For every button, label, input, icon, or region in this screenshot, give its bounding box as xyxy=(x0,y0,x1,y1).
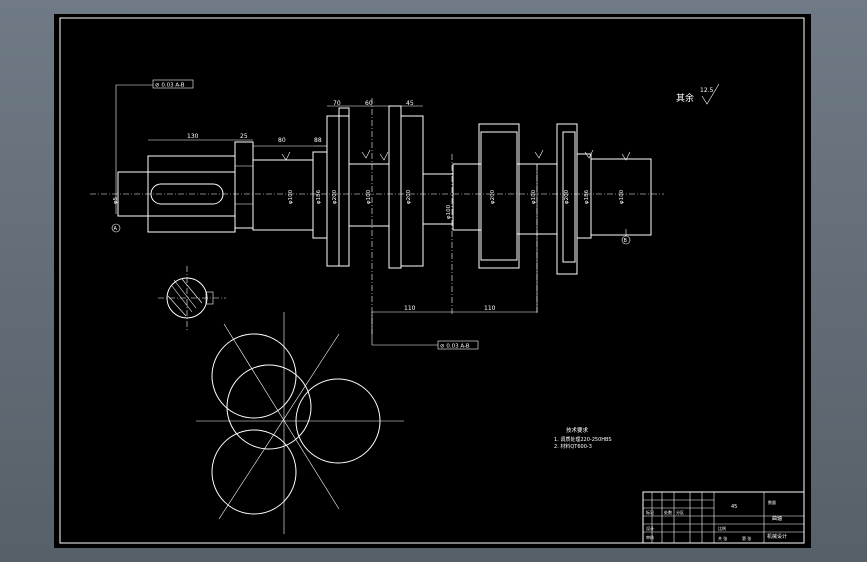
svg-text:审核: 审核 xyxy=(646,534,654,540)
technical-requirements: 技术要求 1. 调质处理220-250HBS 2. 材料QT600-3 xyxy=(554,426,612,450)
crankshaft-front-view: φ5 φ100 φ186 φ200 φ100 φ200 φ100 φ200 φ1… xyxy=(90,98,664,334)
svg-text:分区: 分区 xyxy=(676,509,684,515)
keyway-section-view xyxy=(158,266,226,330)
dia-label-8: φ200 xyxy=(490,189,496,204)
dim-88: 88 xyxy=(314,137,322,144)
drawing-border xyxy=(59,17,805,544)
svg-text:数量: 数量 xyxy=(768,499,776,505)
dim-110-a: 110 xyxy=(404,305,416,312)
dim-110-b: 110 xyxy=(484,305,496,312)
throw-circle-1 xyxy=(211,333,297,419)
dia-label-6: φ200 xyxy=(406,189,412,204)
tolerance-frame-top: ⊘ 0.03 A-B xyxy=(115,79,194,214)
title-material: 45 xyxy=(731,504,737,510)
crank-throw-diagram xyxy=(196,312,404,534)
dia-label-9: φ100 xyxy=(531,189,537,204)
bottom-dimensions: 110 110 ⊘ 0.03 A-B xyxy=(371,164,538,350)
svg-text:设计: 设计 xyxy=(646,525,654,531)
svg-text:比例: 比例 xyxy=(718,525,726,531)
dim-25: 25 xyxy=(240,133,248,140)
svg-text:共 张: 共 张 xyxy=(718,535,727,541)
dia-label-4: φ200 xyxy=(332,189,338,204)
dia-label-12: φ100 xyxy=(619,189,625,204)
dim-60: 60 xyxy=(365,100,373,107)
tech-line-2: 2. 材料QT600-3 xyxy=(554,443,592,450)
tech-line-1: 1. 调质处理220-250HBS xyxy=(554,436,612,443)
datum-a-circle xyxy=(111,223,121,233)
roughness-value: 12.5 xyxy=(700,87,714,94)
throw-circle-4 xyxy=(211,429,297,515)
dia-label-10: φ200 xyxy=(564,189,570,204)
datum-b-circle xyxy=(621,235,631,245)
dia-label-7: φ100 xyxy=(446,204,452,219)
tolerance-frame-bottom: ⊘ 0.03 A-B xyxy=(440,344,470,350)
drawing-sheet: φ5 φ100 φ186 φ200 φ100 φ200 φ100 φ200 φ1… xyxy=(54,14,811,548)
roughness-note: 其余 xyxy=(676,92,694,104)
datum-b-label: B xyxy=(624,238,628,244)
dia-label-5: φ100 xyxy=(366,189,372,204)
dia-label-2: φ100 xyxy=(288,189,294,204)
dim-70: 70 xyxy=(333,100,341,107)
tech-title: 技术要求 xyxy=(566,426,589,434)
svg-text:第 张: 第 张 xyxy=(742,535,751,541)
dia-label-11: φ186 xyxy=(584,189,590,204)
dim-80: 80 xyxy=(278,137,286,144)
datum-a-label: A xyxy=(114,226,118,232)
roughness-symbol-icon xyxy=(701,83,720,105)
throw-circle-3 xyxy=(295,378,381,464)
title-block: 45 曲轴 机械设计 标记 处数 分区 设计 审核 比例 共 张 第 张 数量 xyxy=(642,491,805,544)
dim-130: 130 xyxy=(187,133,199,140)
top-dimensions: 130 25 80 88 70 60 45 xyxy=(148,100,423,147)
title-part-name: 曲轴 xyxy=(772,515,782,522)
throw-circle-2 xyxy=(226,364,312,450)
svg-text:⊘ 0.03 A-B: ⊘ 0.03 A-B xyxy=(155,83,185,89)
svg-text:标记: 标记 xyxy=(646,509,654,515)
dia-label-3: φ186 xyxy=(316,189,322,204)
cad-drawing: φ5 φ100 φ186 φ200 φ100 φ200 φ100 φ200 φ1… xyxy=(59,17,805,544)
title-school: 机械设计 xyxy=(767,533,787,540)
dim-45: 45 xyxy=(406,100,414,107)
svg-text:处数: 处数 xyxy=(664,509,672,515)
